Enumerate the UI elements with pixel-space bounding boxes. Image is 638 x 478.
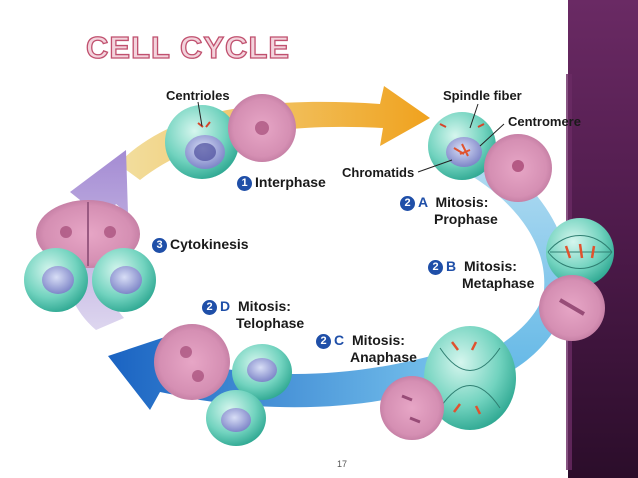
arrow-interphase — [118, 86, 430, 180]
stage-number-badge: 2 — [202, 300, 217, 315]
telophase-micrograph — [154, 324, 230, 400]
centromere-label: Centromere — [508, 114, 581, 129]
anaphase-cell — [424, 326, 516, 430]
anaphase-micrograph — [380, 376, 444, 440]
stage-number-badge: 2 — [316, 334, 331, 349]
stage-number-badge: 1 — [237, 176, 252, 191]
stage-number-badge: 2 — [400, 196, 415, 211]
stage-number-badge: 3 — [152, 238, 167, 253]
arrow-mitosis-right — [458, 140, 569, 390]
centrioles-label: Centrioles — [166, 88, 230, 103]
spindle-fiber-label: Spindle fiber — [443, 88, 522, 103]
page-number: 17 — [337, 459, 348, 469]
slide-title: CELL CYCLE — [85, 29, 291, 65]
chromatids-label: Chromatids — [342, 165, 415, 180]
stage-number-badge: 2 — [428, 260, 443, 275]
